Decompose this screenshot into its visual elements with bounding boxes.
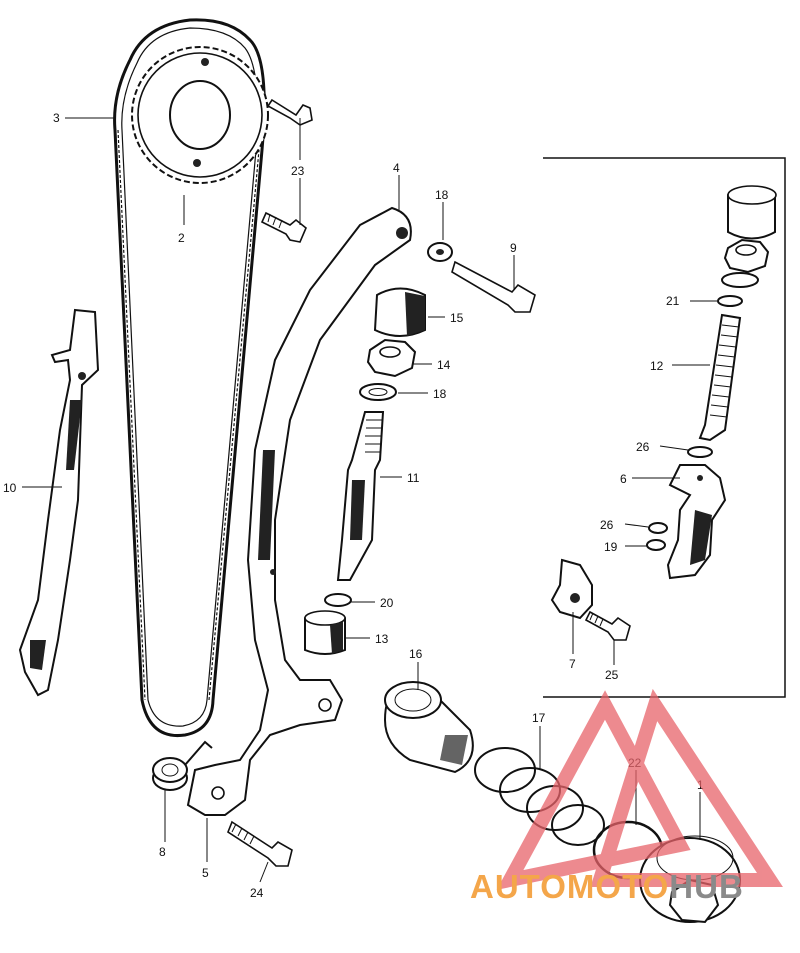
washer-18-top [427,242,453,262]
label-3: 3 [53,111,60,125]
label-11: 11 [407,471,420,485]
label-21: 21 [666,294,680,308]
label-25: 25 [605,668,619,682]
label-18-mid: 18 [433,387,447,401]
label-17: 17 [532,711,546,725]
label-5: 5 [202,866,209,880]
watermark-logo-text: AUTOMOTOHUB [470,868,744,906]
label-16: 16 [409,647,423,661]
label-26-lower: 26 [600,518,614,532]
label-12: 12 [650,359,664,373]
ring-21 [717,295,743,307]
nut-14 [366,338,417,378]
inset-cap [727,185,777,240]
label-15: 15 [450,311,464,325]
label-14: 14 [437,358,451,372]
chain-guide-10 [18,308,100,697]
label-18-top: 18 [435,188,449,202]
inset-bracket-6 [666,464,727,580]
watermark-logo-triangles [496,688,783,890]
ring-20 [324,593,352,607]
leader-lines [22,117,718,883]
cam-sprocket [131,46,269,184]
bolt-23-upper [266,98,313,126]
label-23: 23 [291,164,305,178]
label-9: 9 [510,241,517,255]
housing-16 [383,681,474,774]
inset-frame [543,157,786,698]
threaded-rod-12 [698,313,742,442]
bolt-24 [227,820,293,867]
inset-nut [723,238,770,274]
sleeve-13 [304,610,346,655]
bolt-25 [584,610,631,641]
label-20: 20 [380,596,394,610]
cam-chain [113,18,266,738]
spring-8 [152,740,213,791]
label-2: 2 [178,231,185,245]
inset-washer [721,272,759,288]
watermark-auto: AUTO [470,868,567,905]
label-4: 4 [393,161,400,175]
label-10: 10 [3,481,17,495]
ring-19 [646,539,666,551]
bolt-23-lower [260,211,307,243]
label-6: 6 [620,472,627,486]
ring-26-upper [687,446,713,458]
label-24: 24 [250,886,264,900]
rod-11 [336,411,385,581]
watermark-moto: MOTO [566,868,670,905]
tensioner-arm [186,206,412,816]
washer-18-mid [359,383,397,401]
ring-26-lower [648,522,668,534]
label-7: 7 [569,657,576,671]
label-26-upper: 26 [636,440,650,454]
watermark-hub: HUB [669,868,744,905]
label-13: 13 [375,632,389,646]
part-labels: 3 2 23 4 18 9 15 14 18 11 20 13 10 16 17… [3,111,704,900]
cap-15 [373,287,426,337]
label-8: 8 [159,845,166,859]
label-19: 19 [604,540,618,554]
bolt-9 [451,260,536,313]
inset-plate-7 [550,558,593,620]
